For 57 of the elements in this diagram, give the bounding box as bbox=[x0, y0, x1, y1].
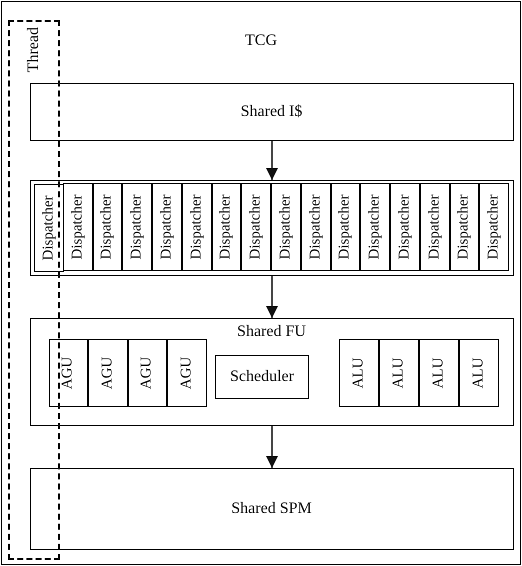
box-label: AGU bbox=[178, 356, 196, 389]
box-label: Dispatcher bbox=[396, 194, 414, 260]
box-label: Dispatcher bbox=[277, 194, 294, 260]
arrow bbox=[266, 276, 278, 318]
box-label: ALU bbox=[390, 357, 407, 388]
box-label: Dispatcher bbox=[486, 194, 503, 260]
box-label: Dispatcher bbox=[426, 194, 444, 260]
box-label: Shared I$ bbox=[240, 102, 302, 120]
thread-label: Thread bbox=[24, 26, 42, 72]
component-box bbox=[271, 183, 301, 271]
component-box bbox=[418, 338, 458, 406]
component-box bbox=[92, 183, 122, 271]
component-box bbox=[390, 183, 420, 271]
box-label: Dispatcher bbox=[40, 196, 58, 260]
component-box bbox=[360, 183, 390, 271]
box-label: AGU bbox=[138, 356, 156, 389]
unit-box bbox=[30, 318, 514, 426]
box-label: ALU bbox=[470, 357, 487, 388]
component-box bbox=[378, 338, 418, 406]
box-label: Dispatcher bbox=[188, 194, 206, 260]
component-box bbox=[62, 183, 92, 271]
box-label: ALU bbox=[430, 357, 447, 388]
box-label: Shared FU bbox=[237, 322, 306, 340]
component-box bbox=[420, 183, 450, 271]
box-label: Dispatcher bbox=[128, 194, 146, 260]
box-label: TCG bbox=[245, 32, 277, 50]
box-label: Dispatcher bbox=[307, 194, 324, 260]
box-label: Scheduler bbox=[230, 368, 294, 386]
group-box bbox=[30, 180, 514, 276]
arrow bbox=[266, 426, 278, 468]
box-label: AGU bbox=[99, 356, 116, 389]
component-box bbox=[128, 338, 167, 406]
component-box bbox=[212, 183, 242, 271]
component-box bbox=[300, 183, 330, 271]
component-box bbox=[182, 183, 212, 271]
component-box bbox=[479, 183, 509, 271]
component-box bbox=[30, 82, 514, 140]
component-box bbox=[152, 183, 182, 271]
box-label: Dispatcher bbox=[158, 194, 176, 260]
component-box bbox=[88, 338, 128, 406]
component-box bbox=[241, 183, 271, 271]
component-box bbox=[215, 355, 309, 399]
component-box bbox=[30, 468, 514, 550]
arrow bbox=[266, 141, 278, 180]
box-label: Dispatcher bbox=[366, 194, 384, 260]
box-label: Dispatcher bbox=[98, 194, 116, 260]
box-label: Shared SPM bbox=[231, 500, 312, 518]
box-label: AGU bbox=[60, 356, 77, 389]
box-label: Dispatcher bbox=[336, 194, 354, 260]
box-label: Dispatcher bbox=[456, 194, 473, 260]
component-box bbox=[450, 183, 480, 271]
box-label: ALU bbox=[350, 357, 367, 388]
box-label: Dispatcher bbox=[218, 194, 235, 260]
box-label: Dispatcher bbox=[69, 194, 86, 260]
component-box bbox=[122, 183, 152, 271]
component-box bbox=[330, 183, 360, 271]
box-label: Dispatcher bbox=[248, 194, 265, 260]
